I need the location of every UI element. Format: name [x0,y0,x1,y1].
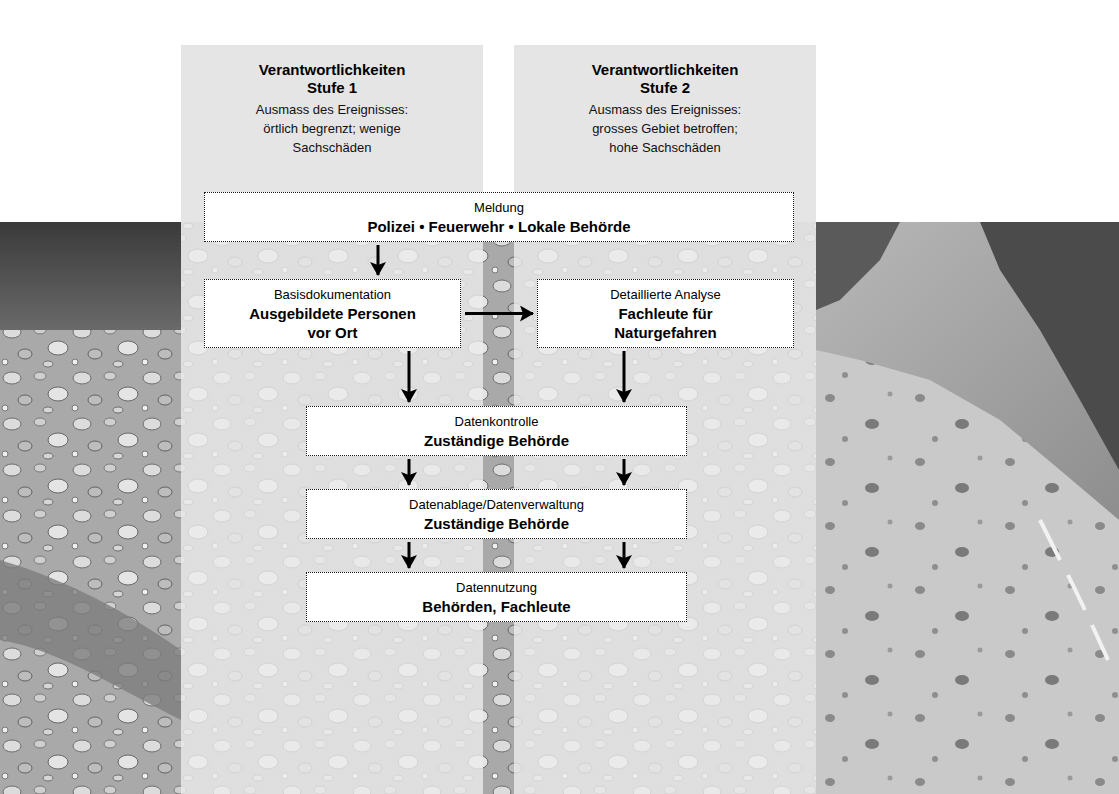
box-title: Basisdokumentation [274,285,391,304]
forest [0,222,181,342]
flow-arrow [377,245,380,275]
process-box: MeldungPolizei • Feuerwehr • Lokale Behö… [204,192,794,242]
band-heading: Verantwortlichkeiten Stufe 1 [245,61,420,97]
box-responsible: Polizei • Feuerwehr • Lokale Behörde [367,217,630,236]
box-responsible: Fachleute für Naturgefahren [576,304,756,342]
flow-arrow [623,459,626,485]
box-title: Meldung [474,198,524,217]
river-water [0,560,181,720]
flow-arrow [623,542,626,568]
hill-slope [816,222,1119,520]
road [816,222,1119,794]
box-responsible: Behörden, Fachleute [422,597,570,616]
flow-arrow [408,542,411,568]
trees [816,222,900,310]
box-title: Datennutzung [456,578,537,597]
band-description: Ausmass des Ereignisses: grosses Gebiet … [583,100,748,157]
process-box: Detaillierte AnalyseFachleute für Naturg… [537,279,794,348]
box-responsible: Zuständige Behörde [424,431,569,450]
flow-arrow [623,351,626,402]
box-title: Datenkontrolle [455,412,539,431]
flow-arrow [408,459,411,485]
process-box: BasisdokumentationAusgebildete Personen … [204,279,461,348]
flow-arrow [408,351,411,402]
band-heading: Verantwortlichkeiten Stufe 2 [578,61,753,97]
process-box: Datenablage/DatenverwaltungZuständige Be… [306,489,687,539]
box-responsible: Zuständige Behörde [424,514,569,533]
box-responsible: Ausgebildete Personen vor Ort [243,304,423,342]
process-box: DatenkontrolleZuständige Behörde [306,406,687,456]
hill-vegetation [980,222,1119,470]
band-description: Ausmass des Ereignisses: örtlich begrenz… [250,100,415,157]
process-box: DatennutzungBehörden, Fachleute [306,572,687,622]
box-title: Detaillierte Analyse [610,285,721,304]
road-marking [1040,520,1108,660]
riverbed [0,330,181,794]
box-title: Datenablage/Datenverwaltung [409,495,584,514]
flow-arrow [465,312,533,315]
